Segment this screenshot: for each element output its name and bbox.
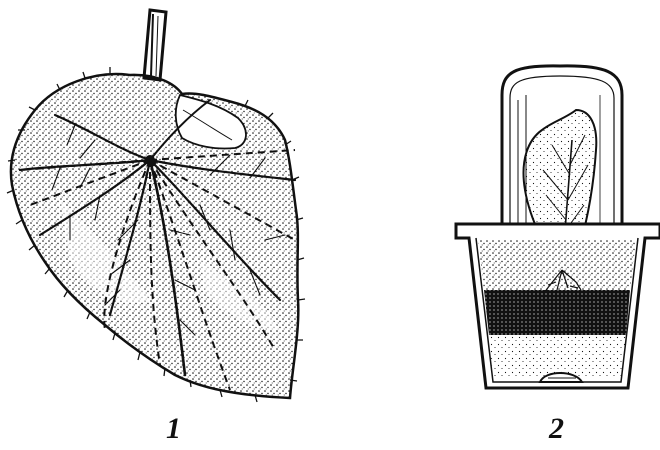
soil-top-layer	[478, 240, 636, 290]
leaf-stem	[144, 10, 166, 80]
leaf-blade	[11, 74, 298, 398]
soil-dark-layer	[484, 290, 630, 335]
pot-figure	[456, 66, 660, 388]
figure-label-1: 1	[166, 414, 181, 444]
soil-bottom-layer	[489, 335, 626, 378]
figure-label-2: 2	[549, 414, 564, 444]
vein-junction	[145, 155, 155, 165]
leaf-figure	[7, 10, 305, 402]
